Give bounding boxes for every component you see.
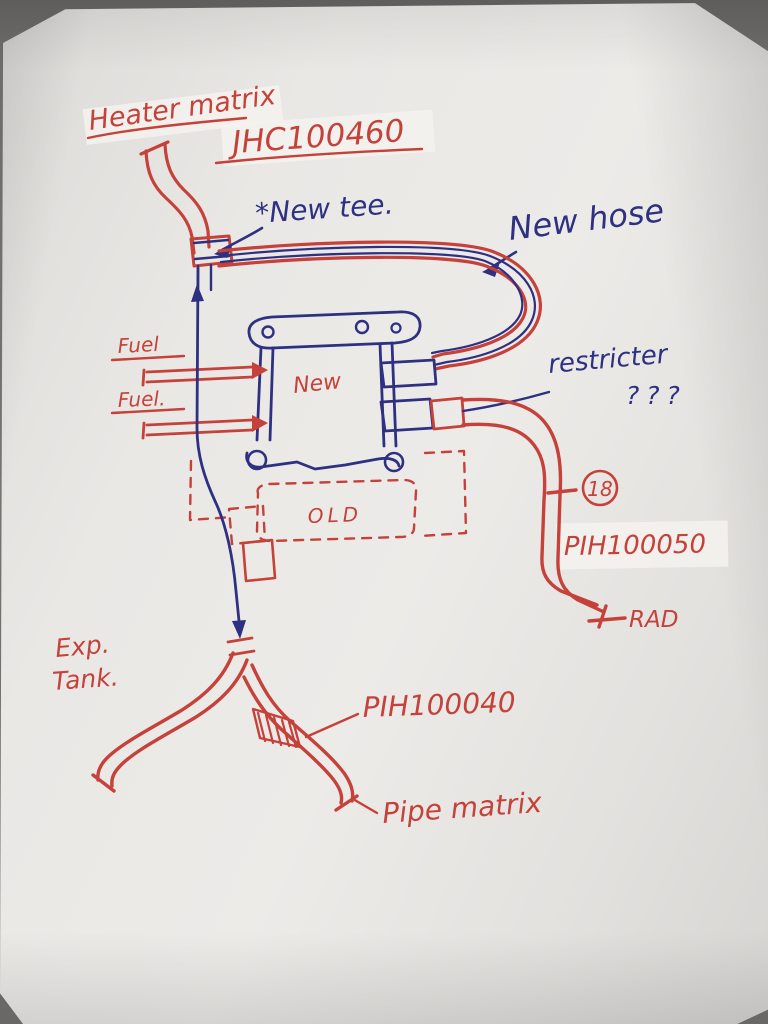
- bolt-hole-mid: [354, 319, 370, 335]
- fuel-pipes: [141, 365, 254, 440]
- exp-tank-hose: [91, 651, 249, 793]
- pih40-hatch-lines: [256, 711, 298, 749]
- label-question-marks: ???: [626, 381, 687, 410]
- hose-size-circle: [581, 469, 619, 507]
- unit-foot-left: [246, 449, 268, 471]
- label-underlines: [86, 116, 424, 415]
- flow-arrow-up: [191, 284, 204, 302]
- label-fuel-top: Fuel: [117, 332, 160, 358]
- return-line-blue: [195, 266, 241, 623]
- unit-top-plate: [247, 310, 422, 350]
- label-fuel-bottom: Fuel.: [117, 386, 165, 412]
- port-stub-red: [429, 396, 466, 431]
- label-pih100050: PIH100050: [564, 530, 707, 562]
- tape-pih50: [555, 520, 729, 570]
- pih40-hatch-outline: [251, 707, 302, 749]
- heater-pipe: [139, 140, 211, 255]
- flow-arrow-down: [232, 620, 246, 639]
- loop-hose-red: [217, 240, 542, 371]
- tee-junction-blue: [192, 238, 231, 294]
- label-exp-line1: Exp.: [54, 629, 111, 663]
- unit-rails: [255, 341, 398, 448]
- bolt-hole-right: [390, 322, 402, 334]
- unit-foot-right: [383, 451, 405, 473]
- rad-hose: [461, 397, 627, 629]
- label-new-tee: *New tee.: [254, 187, 394, 230]
- old-unit-solid-box: [241, 538, 277, 583]
- label-restricter: restricter: [547, 339, 671, 380]
- fuel-top-arrowhead: [252, 362, 268, 379]
- loop-hose-blue: [219, 245, 537, 367]
- label-new-unit: New: [292, 369, 343, 399]
- label-new-hose: New hose: [506, 191, 666, 248]
- part-leader-lines: [304, 712, 379, 815]
- bolt-hole-left: [261, 325, 275, 339]
- tee-junction-red: [189, 234, 234, 268]
- tape-patches: [82, 85, 729, 570]
- label-pih100040: PIH100040: [362, 686, 516, 724]
- label-old-unit: OLD: [307, 502, 362, 528]
- tape-jhc: [220, 109, 436, 167]
- label-pipe-matrix: Pipe matrix: [381, 786, 543, 830]
- label-rad: RAD: [629, 607, 678, 633]
- label-exp-line2: Tank.: [51, 662, 119, 696]
- label-hose-size: 18: [587, 477, 612, 501]
- unit-bottom-bracket: [245, 451, 401, 471]
- unit-ports: [379, 358, 438, 433]
- fuel-bottom-arrowhead: [252, 415, 268, 432]
- old-unit-dashed: [188, 449, 468, 546]
- new-unit-drawing: [245, 310, 438, 473]
